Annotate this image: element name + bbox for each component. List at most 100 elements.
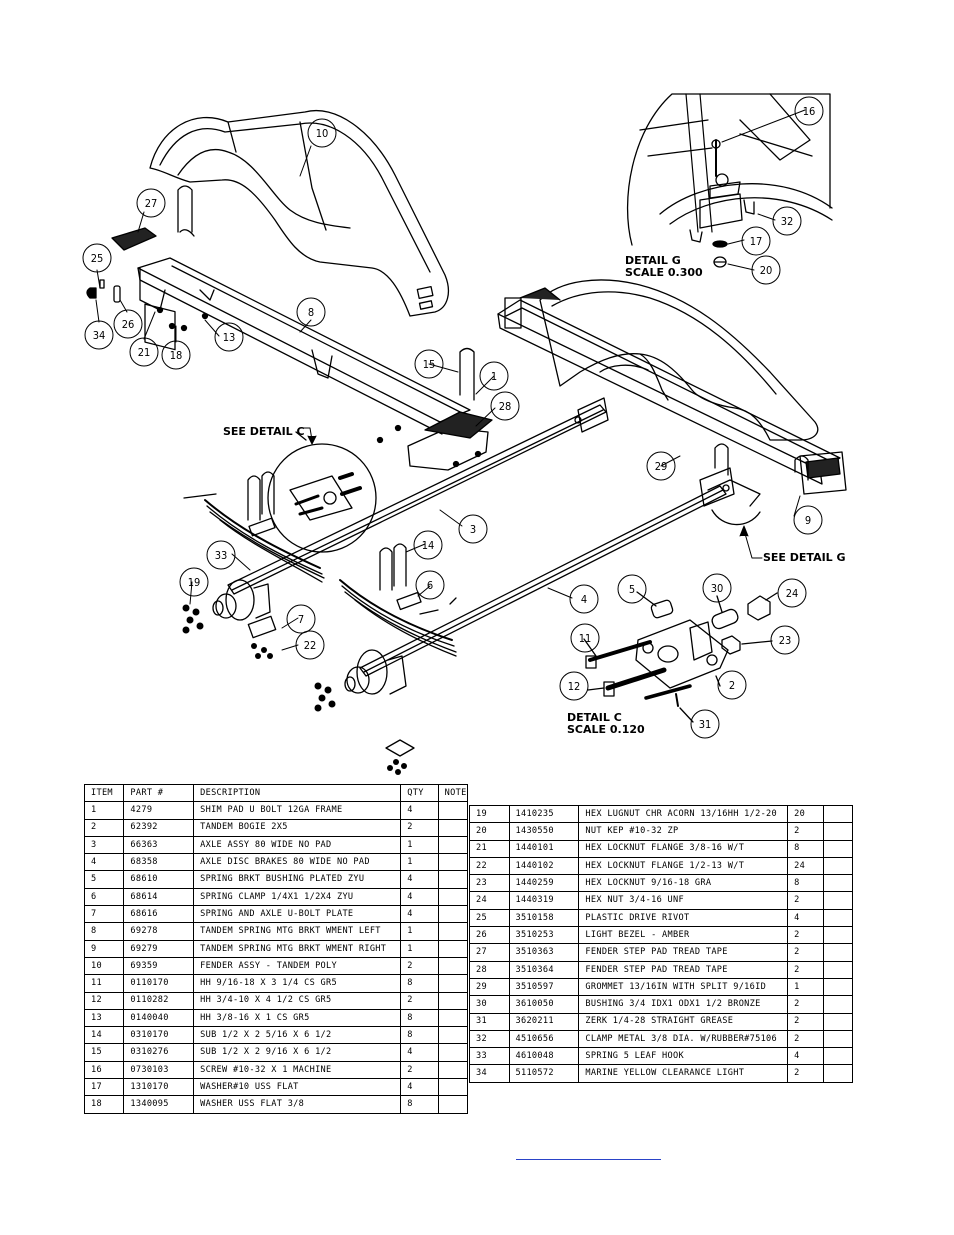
leaf-spring-left: [204, 499, 325, 583]
cell-item: 9: [83, 939, 125, 958]
cell-qty: 2: [787, 995, 824, 1014]
cell-qty: 2: [400, 991, 439, 1010]
cell-description: SPRING 5 LEAF HOOK: [578, 1047, 789, 1066]
callout-22: 22: [295, 630, 325, 660]
cell-qty: 4: [400, 1043, 439, 1062]
cell-qty: 2: [787, 960, 824, 979]
svg-text:13: 13: [223, 331, 236, 344]
cell-item: 29: [469, 977, 510, 997]
cell-description: NUT KEP #10-32 ZP: [578, 822, 789, 841]
svg-text:27: 27: [145, 197, 158, 210]
cell-part: 0730103: [123, 1060, 195, 1080]
cell-part: 68614: [123, 887, 195, 907]
cell-description: TANDEM BOGIE 2X5: [193, 818, 402, 837]
cell-note: [822, 1029, 854, 1049]
callout-17: 17: [741, 226, 771, 256]
cell-item: 16: [83, 1060, 125, 1080]
cell-qty: 1: [400, 853, 439, 872]
cell-qty: 2: [787, 1012, 824, 1031]
svg-text:18: 18: [170, 349, 183, 362]
callout-27: 27: [136, 188, 166, 218]
cell-note: [822, 995, 854, 1014]
cell-part: 68358: [123, 853, 195, 872]
cell-qty: 8: [400, 1026, 439, 1045]
svg-text:14: 14: [422, 539, 435, 552]
cell-qty: 2: [787, 943, 824, 962]
cell-qty: 1: [400, 835, 439, 855]
svg-text:20: 20: [760, 264, 773, 277]
detail-c-circle: [267, 431, 377, 553]
footer-link-underline[interactable]: [516, 1158, 661, 1160]
callout-6: 6: [415, 570, 445, 600]
cell-description: SUB 1/2 X 2 5/16 X 6 1/2: [193, 1026, 402, 1045]
cell-note: [822, 960, 854, 979]
cell-qty: 2: [400, 956, 439, 976]
cell-part: 69279: [123, 939, 195, 958]
cell-description: PLASTIC DRIVE RIVOT: [578, 908, 789, 928]
cell-description: FENDER STEP PAD TREAD TAPE: [578, 943, 789, 962]
exploded-assembly-diagram: 10 27 25 26 34 21 18 13 8 15 1 28 29 9 3…: [82, 93, 847, 775]
cell-description: SPRING CLAMP 1/4X1 1/2X4 ZYU: [193, 887, 402, 907]
callout-14: 14: [413, 530, 443, 560]
svg-text:15: 15: [423, 358, 436, 371]
cell-qty: 2: [787, 822, 824, 841]
cell-note: [437, 818, 469, 837]
cell-qty: 2: [787, 1029, 824, 1049]
cell-item: 12: [83, 991, 125, 1010]
cell-part: 1440319: [508, 891, 580, 910]
cell-part: 1310170: [123, 1078, 195, 1097]
cell-description: FENDER ASSY - TANDEM POLY: [193, 956, 402, 976]
cell-part: 1440102: [508, 856, 580, 876]
cell-note: [822, 908, 854, 928]
cell-note: [437, 887, 469, 907]
cell-qty: 1: [400, 939, 439, 958]
cell-part: 3510158: [508, 908, 580, 928]
cell-item: 18: [83, 1095, 125, 1114]
hardware-clusters: [182, 604, 407, 775]
cell-part: 0110170: [123, 974, 195, 993]
cell-item: 2: [83, 818, 125, 837]
cell-note: [822, 1064, 854, 1083]
cell-part: 0310170: [123, 1026, 195, 1045]
cell-item: 1: [83, 801, 125, 820]
svg-text:24: 24: [786, 587, 799, 600]
callout-2: 2: [717, 670, 747, 700]
cell-part: 69278: [123, 922, 195, 941]
clearance-light-parts: [86, 279, 121, 303]
cell-qty: 8: [787, 874, 824, 893]
detail-c-scale: SCALE 0.120: [567, 723, 645, 736]
axle-4: [359, 467, 735, 677]
cell-part: 0310276: [123, 1043, 195, 1062]
see-detail-g-label: SEE DETAIL G: [763, 551, 846, 564]
cell-qty: 2: [787, 891, 824, 910]
svg-text:7: 7: [298, 613, 304, 626]
bom-header-row: ITEM PART # DESCRIPTION QTY NOTE: [83, 783, 469, 803]
cell-note: [822, 926, 854, 945]
callout-1: 1: [479, 361, 509, 391]
hub-left: [212, 579, 271, 621]
cell-part: 68610: [123, 870, 195, 889]
cell-qty: 4: [400, 870, 439, 889]
cell-item: 17: [83, 1078, 125, 1097]
cell-qty: 4: [400, 1078, 439, 1097]
leader-lines: [95, 109, 806, 651]
cell-qty: 2: [400, 818, 439, 837]
cell-item: 23: [469, 874, 510, 893]
cell-item: 19: [469, 804, 510, 824]
cell-description: HEX LOCKNUT 9/16-18 GRA: [578, 874, 789, 893]
cell-part: 68616: [123, 905, 195, 924]
cell-qty: 4: [787, 1047, 824, 1066]
